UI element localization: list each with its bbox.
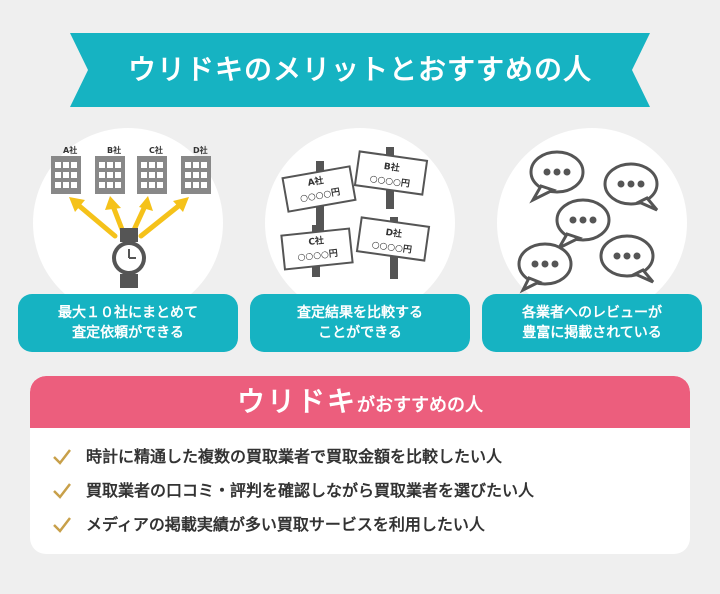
check-icon <box>53 517 71 533</box>
svg-text:A社: A社 <box>307 174 325 189</box>
list-item: 買取業者の口コミ・評判を確認しながら買取業者を選びたい人 <box>30 474 690 508</box>
feature-label: 各業者へのレビューが 豊富に掲載されている <box>482 294 702 352</box>
feature-card-request: A社 B社 C社 D社 最大１０社にまとめて 査定依頼ができる <box>18 128 238 353</box>
price-signs-icon: A社 ○○○○円 B社 ○○○○円 C社 ○○○○円 D社 ○○○○円 <box>280 147 431 279</box>
recommend-card: ウリドキがおすすめの人 時計に精通した複数の買取業者で買取金額を比較したい人 買… <box>30 376 690 554</box>
page-title: ウリドキのメリットとおすすめの人 <box>127 53 592 86</box>
svg-text:○○○○円: ○○○○円 <box>297 248 338 263</box>
list-item: 時計に精通した複数の買取業者で買取金額を比較したい人 <box>30 440 690 474</box>
svg-text:A社: A社 <box>63 145 77 155</box>
list-item: メディアの掲載実績が多い買取サービスを利用したい人 <box>30 508 690 542</box>
feature-card-reviews: 各業者へのレビューが 豊富に掲載されている <box>482 128 702 353</box>
page-banner: ウリドキのメリットとおすすめの人 <box>70 33 650 107</box>
svg-text:B社: B社 <box>107 145 121 155</box>
recommend-title-brand: ウリドキ <box>236 385 357 418</box>
svg-text:C社: C社 <box>308 234 325 248</box>
recommend-header: ウリドキがおすすめの人 <box>30 376 690 428</box>
check-icon <box>53 449 71 465</box>
feature-label: 査定結果を比較する ことができる <box>250 294 470 352</box>
svg-text:B社: B社 <box>383 160 400 174</box>
svg-text:C社: C社 <box>149 145 163 155</box>
speech-bubbles-icon <box>517 150 659 294</box>
feature-card-compare: A社 ○○○○円 B社 ○○○○円 C社 ○○○○円 D社 ○○○○円 査定結果… <box>250 128 470 353</box>
svg-text:D社: D社 <box>193 145 208 155</box>
svg-text:D社: D社 <box>385 226 403 240</box>
buildings-watch-icon: A社 B社 C社 D社 <box>51 145 211 288</box>
banner-ribbon <box>70 33 650 107</box>
recommend-title-suffix: がおすすめの人 <box>357 395 483 416</box>
check-icon <box>53 483 71 499</box>
feature-label: 最大１０社にまとめて 査定依頼ができる <box>18 294 238 352</box>
recommend-list: 時計に精通した複数の買取業者で買取金額を比較したい人 買取業者の口コミ・評判を確… <box>30 440 690 542</box>
